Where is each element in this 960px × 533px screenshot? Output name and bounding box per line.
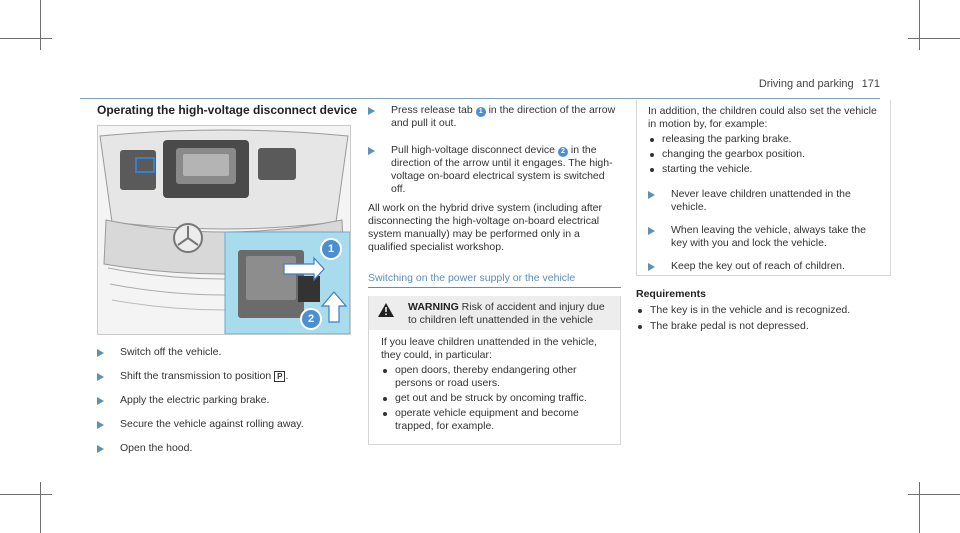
list-item: The key is in the vehicle and is recogni… (636, 304, 886, 317)
warning-continuation-box: In addition, the children could also set… (636, 100, 891, 276)
header-rule (80, 98, 880, 99)
list-item: operate vehicle equipment and become tra… (381, 407, 616, 433)
section-name: Driving and parking (758, 78, 854, 90)
step-item: Shift the transmission to position P. (97, 370, 349, 383)
warning-header: WARNING Risk of accident and injury due … (369, 296, 620, 330)
list-item: The brake pedal is not depressed. (636, 320, 886, 333)
warning-label: WARNING (408, 301, 459, 313)
crop-mark (908, 494, 960, 495)
step-item: Open the hood. (97, 442, 349, 455)
step-item: Switch off the vehicle. (97, 346, 349, 359)
list-item: starting the vehicle. (648, 163, 884, 176)
crop-mark (919, 482, 920, 533)
callout-1-icon: 1 (475, 107, 486, 117)
section-title: Operating the high-voltage disconnect de… (97, 103, 358, 117)
callout-1-marker: 1 (320, 238, 342, 260)
step-item: Secure the vehicle against rolling away. (97, 418, 349, 431)
requirements-title: Requirements (636, 288, 707, 300)
crop-mark (40, 0, 41, 50)
step-item: Press release tab 1 in the direction of … (368, 104, 620, 130)
warning-list: open doors, thereby endangering other pe… (381, 364, 616, 433)
step-item: Apply the electric parking brake. (97, 394, 349, 407)
warning-triangle-icon (378, 303, 394, 317)
step-item: Never leave children unattended in the v… (648, 188, 884, 214)
subheading-power-supply: Switching on the power supply or the veh… (368, 272, 621, 288)
gear-p-symbol: P (274, 371, 286, 382)
safety-steps: Never leave children unattended in the v… (648, 188, 884, 273)
continuation-intro: In addition, the children could also set… (648, 105, 877, 130)
workshop-note: All work on the hybrid drive system (inc… (368, 202, 603, 253)
running-head: Driving and parking 171 (759, 78, 880, 90)
preparation-steps: Switch off the vehicle. Shift the transm… (97, 346, 349, 466)
crop-mark (0, 38, 52, 39)
requirements-list: The key is in the vehicle and is recogni… (636, 304, 886, 336)
crop-mark (908, 38, 960, 39)
callout-2-marker: 2 (300, 308, 322, 330)
step-item: Pull high-voltage disconnect device 2 in… (368, 144, 620, 196)
callout-2-icon: 2 (557, 147, 568, 157)
warning-body: If you leave children unattended in the … (369, 330, 620, 433)
list-item: releasing the parking brake. (648, 133, 884, 146)
step-item: When leaving the vehicle, always take th… (648, 224, 884, 250)
crop-mark (0, 494, 52, 495)
crop-mark (40, 482, 41, 533)
list-item: changing the gearbox position. (648, 148, 884, 161)
page-number: 171 (861, 78, 880, 90)
warning-box: WARNING Risk of accident and injury due … (368, 296, 621, 445)
disconnect-steps: Press release tab 1 in the direction of … (368, 104, 620, 209)
list-item: open doors, thereby endangering other pe… (381, 364, 616, 390)
list-item: get out and be struck by oncoming traffi… (381, 392, 616, 405)
warning-intro: If you leave children unattended in the … (381, 336, 597, 361)
continuation-list: releasing the parking brake. changing th… (648, 133, 884, 176)
step-item: Keep the key out of reach of children. (648, 260, 884, 273)
engine-bay-figure: 1 2 (97, 125, 351, 335)
warning-headline: Risk of accident and injury due to child… (408, 301, 605, 326)
crop-mark (919, 0, 920, 50)
